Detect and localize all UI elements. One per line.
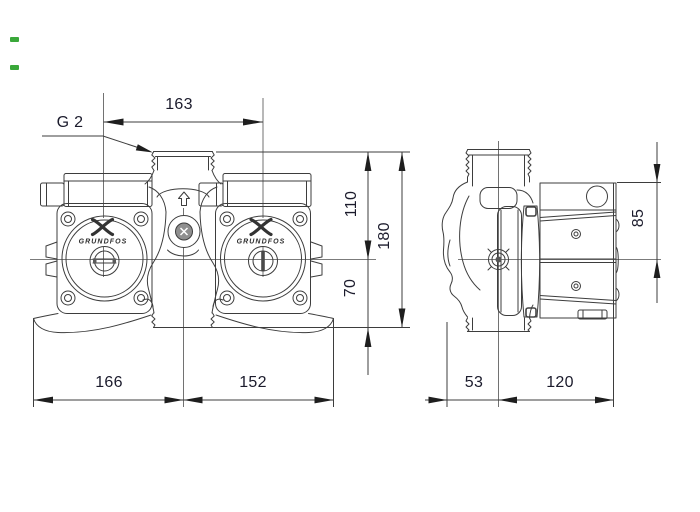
casing-bottom [33, 313, 334, 334]
extension-lines [30, 93, 661, 407]
side-view [441, 149, 620, 332]
top-port [151, 151, 215, 171]
dim-label-152: 152 [239, 374, 267, 391]
green-marker-bottom [10, 65, 19, 70]
dim-label-53: 53 [464, 374, 484, 391]
grundfos-logo-icon [90, 217, 115, 237]
dim-label-110: 110 [343, 190, 360, 218]
dim-label-120: 120 [546, 374, 574, 391]
side-top-port [465, 149, 532, 187]
dim-label-180: 180 [376, 222, 393, 250]
shaft-hub-right [248, 246, 278, 276]
dim-label-70: 70 [342, 278, 359, 298]
dim-label-166: 166 [95, 374, 123, 391]
green-marker-top [10, 37, 19, 42]
shaft-hub-left [89, 246, 120, 276]
dim-label-85: 85 [630, 208, 647, 228]
flange-clamp [497, 205, 541, 318]
side-bottom-port [465, 304, 534, 332]
dim-label-163: 163 [165, 96, 193, 113]
front-view [33, 151, 334, 334]
vent-screw-icon [167, 215, 201, 248]
brand-text-left: GRUNDFOS [78, 238, 128, 246]
pump-head-right [215, 203, 323, 314]
bottom-port [142, 298, 224, 328]
bearing-center-icon [487, 248, 510, 271]
grundfos-logo-icon [249, 217, 273, 237]
terminal-box-left [40, 173, 153, 207]
flow-direction-up-arrow-icon [178, 191, 190, 206]
dimension-lines [33, 118, 661, 404]
brand-text-right: GRUNDFOS [236, 238, 286, 246]
connection-label-g2: G 2 [56, 114, 84, 131]
volute-casing [441, 181, 534, 318]
pump-head-left [45, 203, 153, 314]
terminal-box-right [198, 173, 312, 207]
motor-body [539, 182, 620, 320]
